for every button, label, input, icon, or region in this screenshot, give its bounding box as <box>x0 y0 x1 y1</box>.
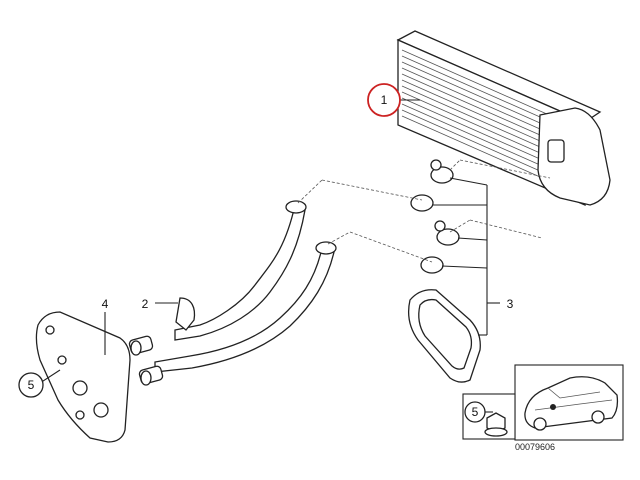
svg-text:5: 5 <box>28 378 35 392</box>
callout-3: 3 <box>507 297 514 311</box>
svg-text:5: 5 <box>472 405 479 419</box>
hose-clamps <box>410 159 460 274</box>
heater-pipe-assembly <box>128 200 337 386</box>
callout-2: 2 <box>142 297 149 311</box>
svg-text:4: 4 <box>102 297 109 311</box>
svg-text:2: 2 <box>142 297 149 311</box>
leader-lines <box>39 99 420 384</box>
svg-text:1: 1 <box>381 93 388 107</box>
callout-5-gasket: 5 <box>18 372 44 398</box>
vehicle-inset <box>514 364 624 441</box>
assembly-lines <box>297 159 551 263</box>
heater-core <box>396 30 611 206</box>
callout-1: 1 <box>367 83 401 117</box>
gasket-plate <box>35 311 131 443</box>
callout-4: 4 <box>102 297 109 311</box>
nut: 5 <box>462 393 516 440</box>
callout-3-bracket <box>432 177 500 336</box>
seal-gasket <box>407 289 481 383</box>
svg-text:3: 3 <box>507 297 514 311</box>
diagram-code: 00079606 <box>515 442 555 452</box>
